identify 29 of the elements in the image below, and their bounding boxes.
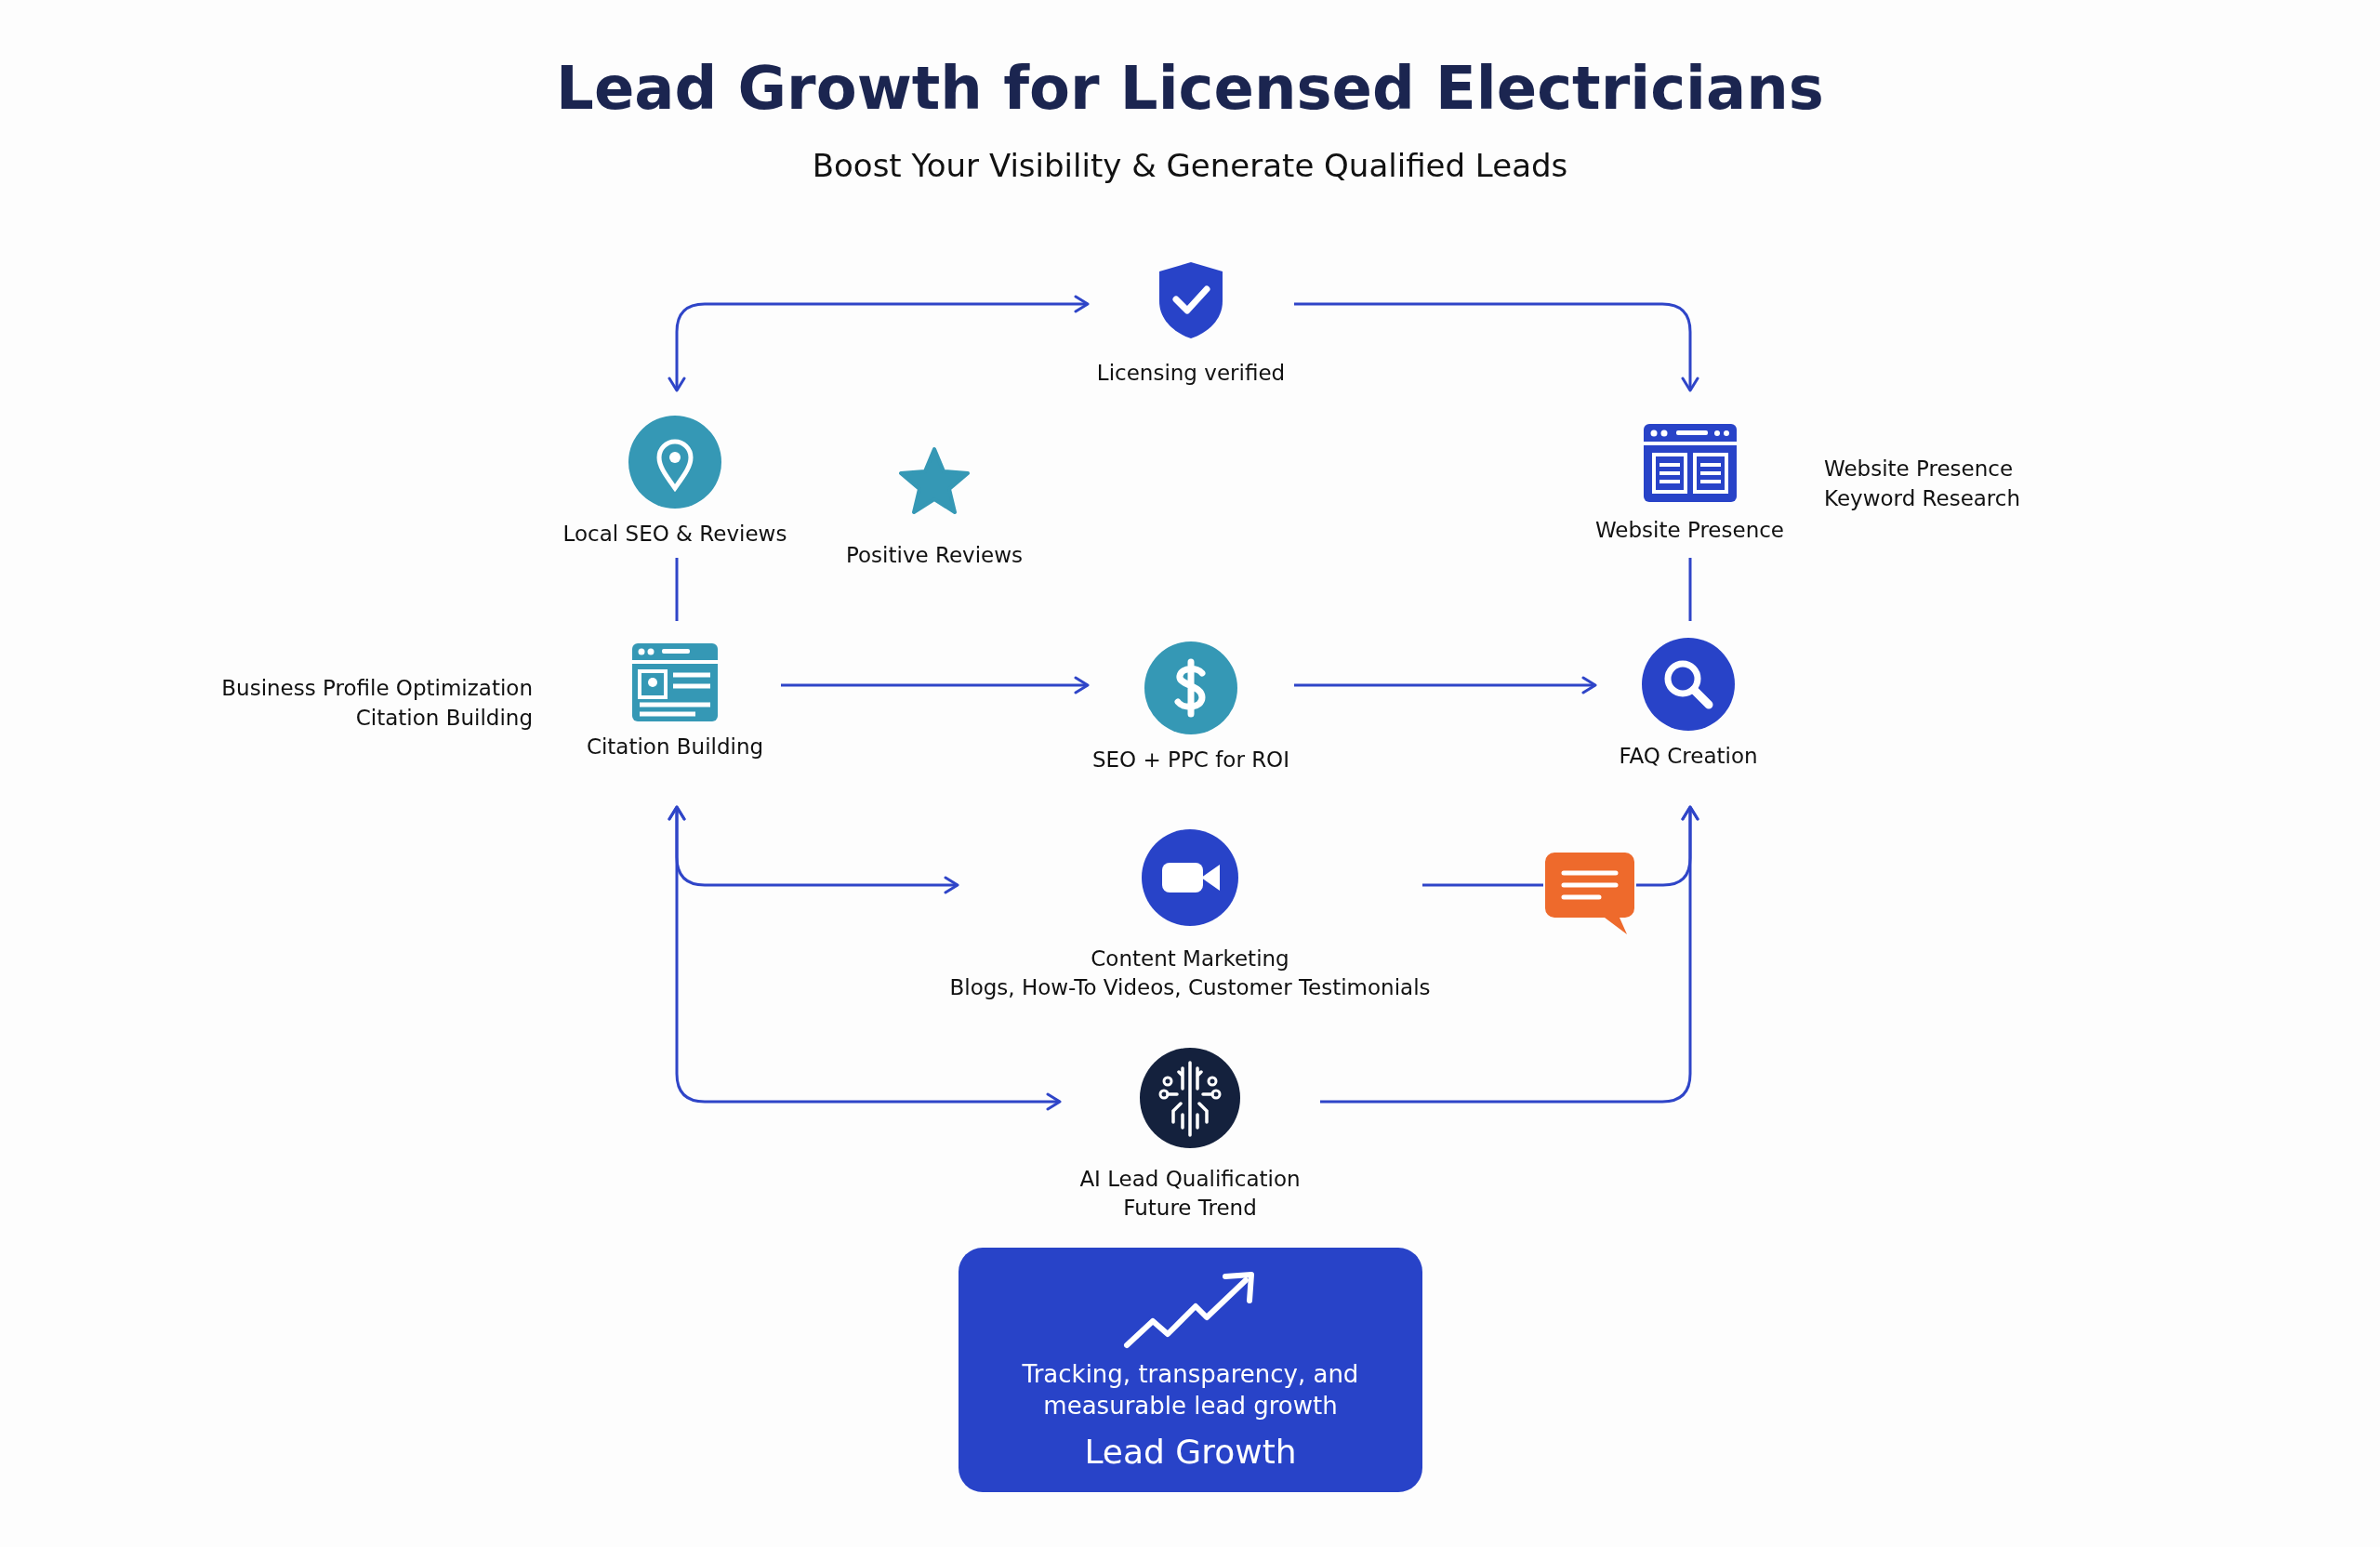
connector-line <box>1688 558 1692 621</box>
side-note: Website Presence <box>1824 456 2014 483</box>
connector-line <box>675 558 679 621</box>
node-sublabel: Blogs, How-To Videos, Customer Testimonials <box>949 974 1431 1001</box>
result-panel <box>959 1248 1422 1492</box>
arrow <box>668 805 1062 1111</box>
arrow <box>781 676 1090 694</box>
side-note: Keyword Research <box>1824 485 2021 512</box>
node-label: Licensing verified <box>1096 360 1286 387</box>
node-label: Positive Reviews <box>846 542 1023 569</box>
diagram-title: Lead Growth for Licensed Electricians <box>555 54 1825 123</box>
node-label: Content Marketing <box>1091 945 1289 972</box>
subtitle: Boost Your Visibility & Generate Qualified Leads <box>811 147 1569 184</box>
node-label: Citation Building <box>586 734 764 760</box>
arrow <box>1294 676 1597 694</box>
arrow <box>668 295 1090 392</box>
side-note: Citation Building <box>354 705 533 732</box>
node-sublabel: Future Trend <box>1123 1195 1257 1222</box>
connector-line <box>1422 883 1543 887</box>
result-title: Lead Growth <box>1084 1431 1297 1473</box>
node-label: FAQ Creation <box>1619 743 1758 770</box>
node-label: SEO + PPC for ROI <box>1091 747 1289 774</box>
side-note: Business Profile Optimization <box>220 675 533 702</box>
arrow <box>1294 302 1699 392</box>
node-label: Local SEO & Reviews <box>562 521 787 548</box>
node-label: Website Presence <box>1594 517 1785 544</box>
arrow <box>1320 805 1699 1104</box>
result-description: Tracking, transparency, and measurable lead growth <box>1021 1358 1360 1421</box>
node-label: AI Lead Qualification <box>1079 1166 1301 1193</box>
